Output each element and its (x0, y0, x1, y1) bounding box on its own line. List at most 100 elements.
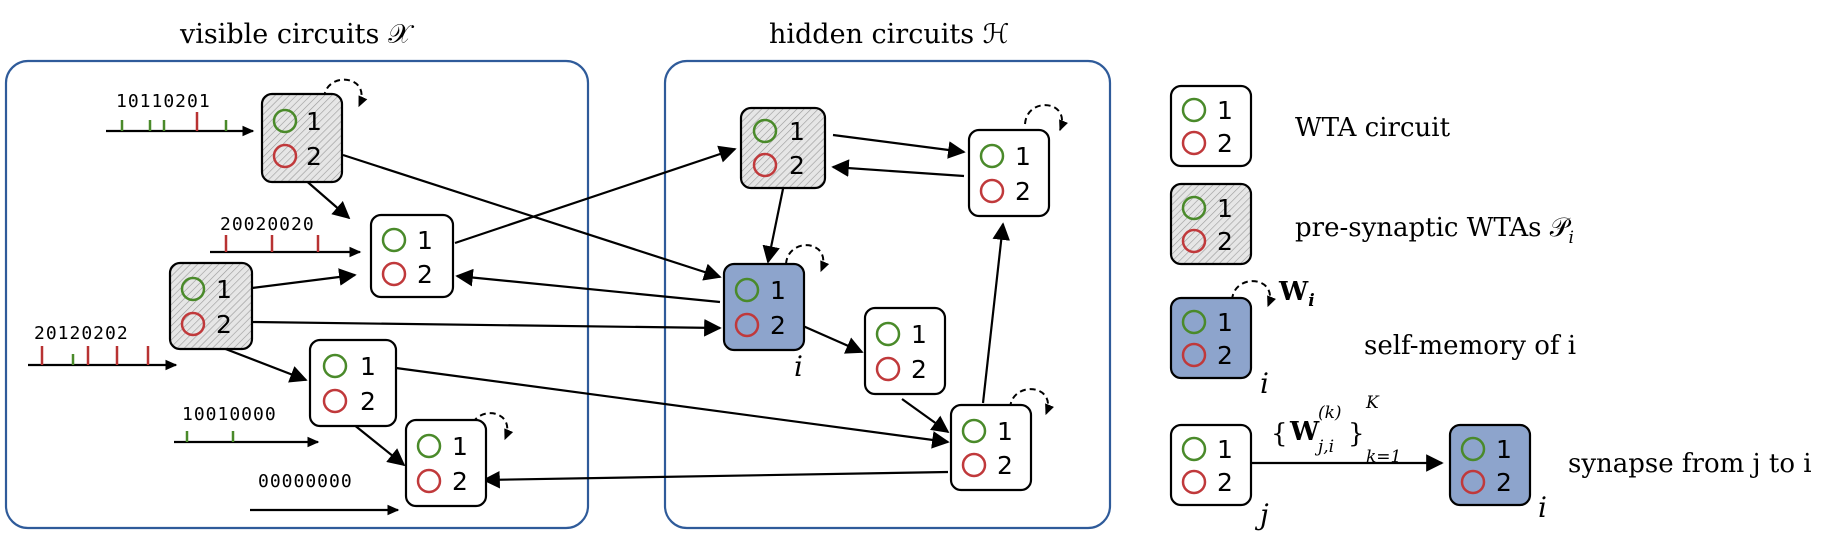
neuron-2-circle (416, 468, 442, 494)
legend-self-loop (1231, 280, 1277, 308)
neuron-1-circle (734, 277, 760, 303)
svg-text:1: 1 (1496, 435, 1512, 464)
legend-i-label: i (1538, 491, 1547, 524)
neuron-2-circle (875, 356, 901, 382)
legend-selfmem-i: i (1260, 367, 1269, 400)
neuron-1-circle (381, 227, 407, 253)
visible-panel (4, 59, 590, 530)
neuron-2-label: 2 (306, 142, 322, 171)
spike-train-code: 10110201 (116, 91, 211, 112)
legend: 1 2 WTA circuit 1 2 pre-synaptic WTAs 𝒫i… (1169, 84, 1812, 531)
visible-circuits-title: visible circuits 𝒳 (179, 19, 415, 50)
neuron-2-circle (322, 388, 348, 414)
legend-wta-node: 1 2 (1169, 84, 1253, 168)
neuron-1-label: 1 (216, 275, 232, 304)
spike-train: 00000000 (250, 471, 400, 516)
neuron-1-circle (416, 433, 442, 459)
neuron-2-circle (961, 452, 987, 478)
svg-text:K: K (1365, 393, 1380, 413)
legend-target-node: 1 2 (1448, 423, 1532, 507)
neuron-1-label: 1 (452, 432, 468, 461)
svg-text:k=1: k=1 (1366, 447, 1401, 467)
legend-j-label: j (1254, 498, 1269, 531)
self-loop (1024, 104, 1069, 132)
neuron-1-label: 1 (997, 417, 1013, 446)
legend-selfmem-label: self-memory of i (1364, 331, 1576, 361)
edge (251, 318, 722, 337)
neuron-2-circle (180, 311, 206, 337)
neuron-1-circle (180, 276, 206, 302)
edge (482, 470, 949, 489)
svg-text:1: 1 (1217, 435, 1233, 464)
neuron-1-label: 1 (770, 276, 786, 305)
self-loops (323, 78, 1277, 441)
edge (342, 153, 722, 281)
neuron-2-label: 2 (452, 467, 468, 496)
neuron-2-label: 2 (789, 151, 805, 180)
svg-text:2: 2 (1496, 468, 1512, 497)
edge (395, 366, 950, 449)
legend-presyn-label: pre-synaptic WTAs 𝒫i (1295, 213, 1574, 248)
spike-train-code: 00000000 (258, 471, 353, 492)
self-loop (785, 244, 830, 273)
neuron-2-label: 2 (1015, 177, 1031, 206)
wta-node-target-i: 1 2 (722, 262, 806, 352)
neuron-1-label: 1 (911, 320, 927, 349)
neuron-2-label: 2 (216, 310, 232, 339)
svg-text:W: W (1289, 417, 1320, 447)
neuron-1-label: 1 (306, 107, 322, 136)
spike-train: 20020020 (210, 214, 362, 258)
edge (832, 133, 966, 159)
neuron-1-label: 1 (417, 226, 433, 255)
wta-node: 1 2 (369, 213, 455, 299)
neuron-2-label: 2 (911, 355, 927, 384)
svg-text:2: 2 (1217, 129, 1233, 158)
neuron-2-label: 2 (417, 260, 433, 289)
wta-node-presynaptic: 1 2 (260, 92, 344, 184)
neuron-2-label: 2 (360, 387, 376, 416)
edge (352, 423, 406, 467)
neuron-1-circle (875, 321, 901, 347)
svg-text:1: 1 (1217, 194, 1233, 223)
svg-text:}: } (1348, 419, 1365, 449)
svg-text:1: 1 (1217, 308, 1233, 337)
neuron-1-circle (272, 108, 298, 134)
wta-node: 1 2 (967, 128, 1051, 218)
svg-text:1: 1 (1217, 96, 1233, 125)
spike-train-code: 10010000 (182, 404, 277, 425)
neuron-2-label: 2 (997, 451, 1013, 480)
neuron-1-label: 1 (789, 117, 805, 146)
edge (981, 222, 1010, 404)
hidden-panel (663, 59, 1112, 530)
edge (802, 324, 864, 354)
spike-train-code: 20120202 (34, 323, 129, 344)
spike-train: 10110201 (106, 91, 255, 137)
wta-node-presynaptic: 1 2 (168, 261, 254, 351)
edge (302, 177, 351, 220)
neuron-1-circle (752, 118, 778, 144)
edges (209, 133, 1444, 489)
legend-synapse-weight: { W (k) j,i } K k=1 (1271, 393, 1401, 467)
spike-trains: 10110201 20020020 20120202 (28, 91, 400, 516)
spike-train: 20120202 (28, 323, 178, 371)
neuron-1-circle (322, 353, 348, 379)
spike-train: 10010000 (174, 404, 320, 448)
self-loop (323, 78, 368, 108)
svg-text:2: 2 (1217, 468, 1233, 497)
edge (454, 145, 737, 245)
edge (251, 268, 357, 290)
edge (762, 183, 786, 264)
neuron-1-label: 1 (1015, 142, 1031, 171)
neuron-1-circle (979, 143, 1005, 169)
self-loop (1009, 388, 1055, 416)
neuron-2-circle (979, 178, 1005, 204)
wta-node: 1 2 (863, 306, 947, 396)
neuron-1-label: 1 (360, 352, 376, 381)
svg-text:2: 2 (1217, 341, 1233, 370)
wta-node: 1 2 (404, 418, 488, 508)
neuron-2-label: 2 (770, 311, 786, 340)
wta-node: 1 2 (308, 338, 398, 428)
neuron-1-circle (961, 418, 987, 444)
edge (831, 159, 965, 178)
self-loop (469, 412, 514, 441)
